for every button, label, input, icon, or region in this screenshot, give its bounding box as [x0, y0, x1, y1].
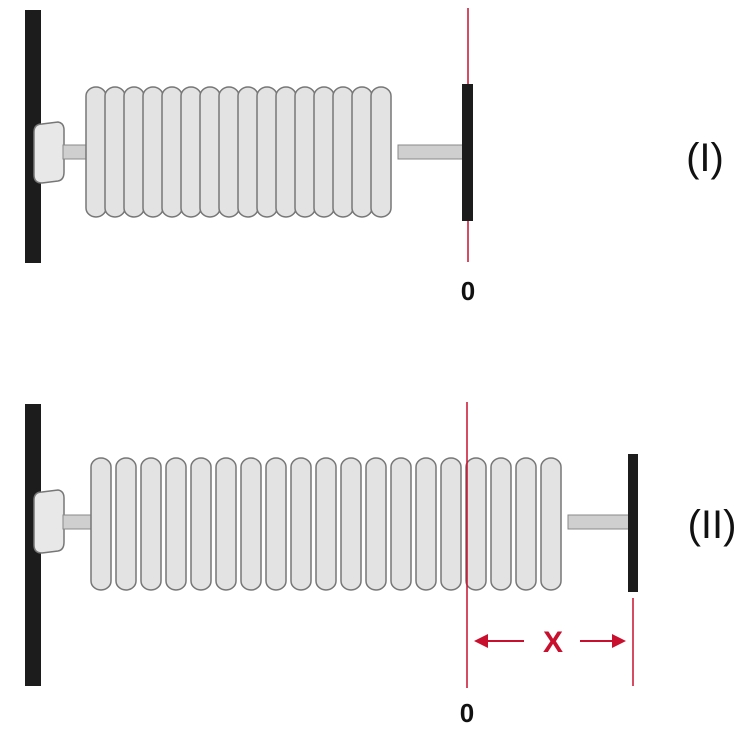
coil-1-turn [180, 86, 202, 218]
coil-1-turn [294, 86, 316, 218]
coil-1-turn [85, 86, 107, 218]
coil-2-turn [440, 457, 462, 591]
coil-2-turn [540, 457, 562, 591]
coil-2-turn [515, 457, 537, 591]
panel-label-2: (II) [688, 503, 737, 547]
zero-label-1: 0 [461, 276, 475, 306]
coil-1-turn [123, 86, 145, 218]
coil-1-turn [142, 86, 164, 218]
spring-coil-1 [85, 86, 392, 218]
coil-2-turn [165, 457, 187, 591]
coil-2-turn [490, 457, 512, 591]
left-rod-2 [62, 514, 96, 530]
moving-plate-2 [628, 454, 638, 592]
coil-2-turn [115, 457, 137, 591]
coil-1-turn [161, 86, 183, 218]
coil-2-turn [140, 457, 162, 591]
right-rod-2 [567, 514, 631, 530]
displacement-label: X [543, 626, 563, 659]
panel-label-1: (I) [686, 136, 724, 180]
coil-2-turn [215, 457, 237, 591]
coil-2-turn [340, 457, 362, 591]
spring-coil-2 [90, 457, 562, 591]
coil-1-turn [313, 86, 335, 218]
coil-2-turn [390, 457, 412, 591]
left-wall-2 [25, 404, 41, 686]
left-wall-1 [25, 10, 41, 263]
coil-1-turn [104, 86, 126, 218]
coil-2-turn [290, 457, 312, 591]
coil-2-turn [415, 457, 437, 591]
coil-1-turn [237, 86, 259, 218]
coil-2-turn [90, 457, 112, 591]
attachment-knob-1 [33, 121, 65, 184]
attachment-knob-2 [33, 489, 65, 554]
coil-1-turn [256, 86, 278, 218]
displacement-arrow-right [580, 634, 626, 648]
coil-2-turn [315, 457, 337, 591]
coil-1-turn [218, 86, 240, 218]
coil-2-turn [365, 457, 387, 591]
coil-1-turn [332, 86, 354, 218]
coil-2-turn [240, 457, 262, 591]
coil-2-turn [265, 457, 287, 591]
coil-1-turn [199, 86, 221, 218]
moving-plate-1 [462, 84, 473, 221]
coil-1-turn [370, 86, 392, 218]
right-rod-1 [397, 144, 466, 160]
coil-2-turn [190, 457, 212, 591]
panel-1: 0 (I) [25, 8, 724, 306]
zero-label-2: 0 [460, 698, 474, 728]
displacement-arrow-left [474, 634, 524, 648]
coil-1-turn [351, 86, 373, 218]
coil-2-turn [465, 457, 487, 591]
coil-1-turn [275, 86, 297, 218]
panel-2: X 0 (II) [25, 402, 736, 728]
